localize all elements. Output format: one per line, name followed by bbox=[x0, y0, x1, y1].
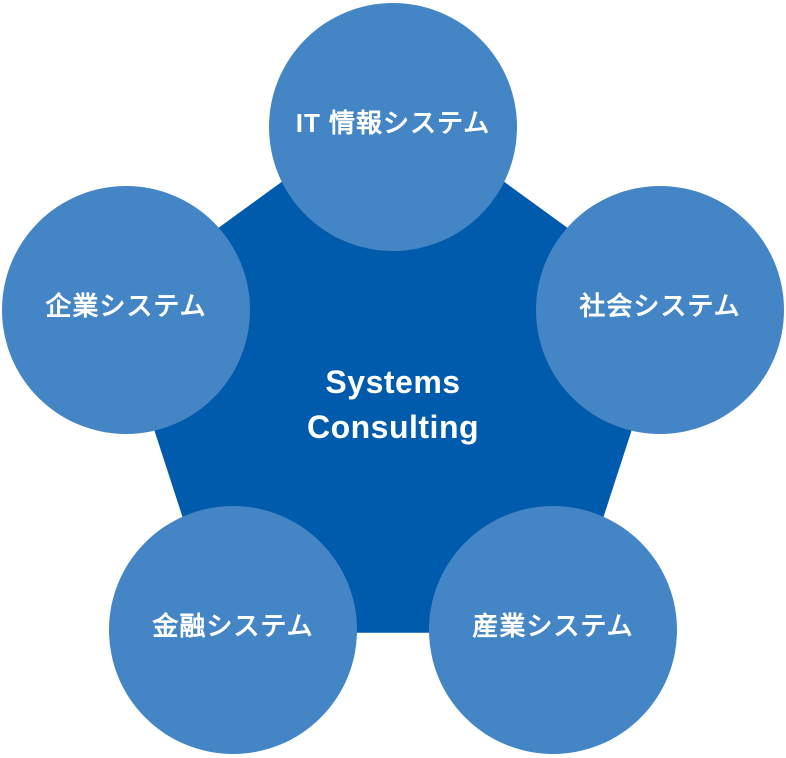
center-title: Systems Consulting bbox=[306, 364, 480, 445]
pentagon-shape bbox=[113, 101, 673, 633]
node-label: IT 情報システム bbox=[295, 107, 491, 138]
node-circle-enterprise-systems: 企業システム bbox=[2, 186, 250, 434]
node-label: 企業システム bbox=[45, 290, 207, 321]
node-circle-it-information-systems: IT 情報システム bbox=[269, 3, 517, 251]
node-circle-industrial-systems: 産業システム bbox=[429, 506, 677, 754]
node-label: 社会システム bbox=[579, 290, 741, 321]
node-circle-social-systems: 社会システム bbox=[536, 186, 784, 434]
node-label: 金融システム bbox=[152, 610, 314, 641]
node-label: 産業システム bbox=[472, 610, 634, 641]
node-circle-financial-systems: 金融システム bbox=[109, 506, 357, 754]
